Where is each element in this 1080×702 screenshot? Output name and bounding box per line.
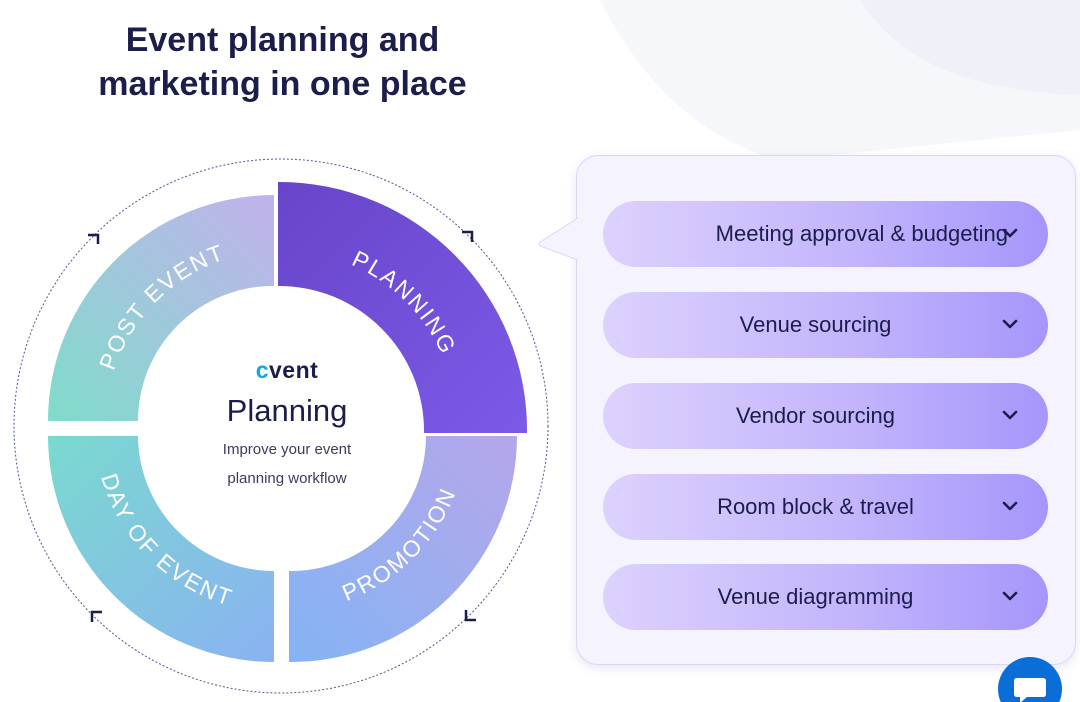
planning-feature-panel: Meeting approval & budgeting Venue sourc… [538,155,1076,665]
corner-bracket-icon [90,610,102,622]
accordion-item-venue-sourcing[interactable]: Venue sourcing [603,292,1048,358]
arrow-head-icon [464,610,476,622]
cvent-logo: cvent [187,357,387,383]
accordion-item-label: Vendor sourcing [736,403,895,428]
page-headline: Event planning and marketing in one plac… [50,18,515,106]
chevron-down-icon [1002,501,1018,511]
chevron-down-icon [1002,591,1018,601]
chevron-down-icon [1002,410,1018,420]
chat-button[interactable] [998,657,1062,702]
logo-accent-letter: c [255,357,269,383]
accordion-item-vendor-sourcing[interactable]: Vendor sourcing [603,383,1048,449]
accordion-item-room-block-travel[interactable]: Room block & travel [603,474,1048,540]
accordion-item-meeting-approval[interactable]: Meeting approval & budgeting [603,201,1048,267]
headline-line-1: Event planning and [125,21,440,59]
logo-text: vent [269,357,319,383]
accordion-item-label: Venue sourcing [739,312,892,337]
chat-bubble-icon [1014,678,1046,702]
arrow-head-icon [462,230,474,242]
accordion-item-label: Meeting approval & budgeting [715,221,1008,246]
accordion-item-label: Venue diagramming [717,584,914,609]
accordion-item-venue-diagramming[interactable]: Venue diagramming [603,564,1048,630]
stage-title: Planning [226,393,348,428]
panel-pointer [538,218,578,260]
segment-post-event[interactable] [48,195,274,421]
segment-day-of-event[interactable] [48,436,274,662]
lifecycle-wheel: POST EVENT PLANNING DAY OF EVENT PROMOTI… [13,158,549,694]
chevron-down-icon [1002,228,1018,238]
stage-description: Improve your event planning workflow [222,441,352,487]
wheel-center-info: cvent Planning Improve your event planni… [187,357,387,493]
headline-line-2: marketing in one place [98,65,467,103]
outer-dotted-ring [13,158,549,694]
segment-promotion[interactable] [289,436,517,663]
chevron-down-icon [1002,319,1018,329]
corner-bracket-icon [88,233,100,244]
accordion-item-label: Room block & travel [717,494,914,519]
segment-planning[interactable] [278,181,528,433]
